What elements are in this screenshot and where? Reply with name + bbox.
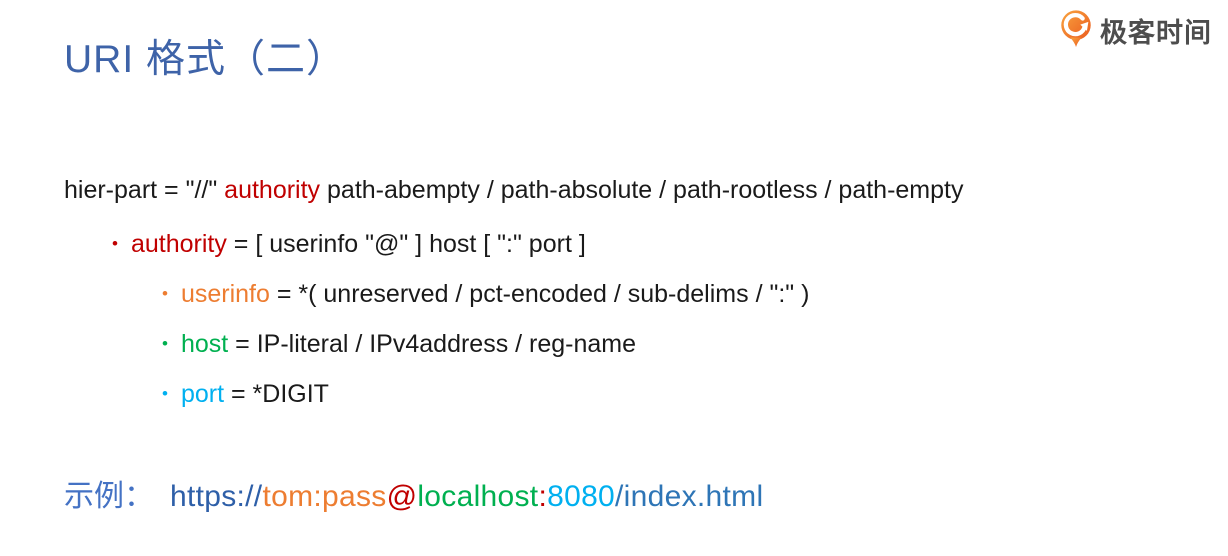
hier-part-post: path-abempty / path-absolute / path-root… — [320, 176, 964, 204]
grammar-rule-authority: • authority = [ userinfo "@" ] host [ ":"… — [112, 230, 586, 259]
geektime-logo: 极客时间 — [1057, 8, 1212, 53]
bullet-icon: • — [112, 234, 118, 253]
rule-definition: = [ userinfo "@" ] host [ ":" port ] — [226, 230, 586, 258]
url-host: localhost — [417, 480, 539, 513]
grammar-rule-port: • port = *DIGIT — [162, 380, 329, 409]
grammar-line-hier-part: hier-part = "//" authority path-abempty … — [64, 176, 963, 205]
url-port: 8080 — [547, 480, 616, 513]
example-label: 示例： — [64, 480, 154, 513]
url-port-colon: : — [538, 480, 548, 513]
url-path: /index.html — [615, 480, 764, 513]
url-userinfo: tom:pass — [262, 480, 387, 513]
bullet-icon: • — [162, 334, 168, 353]
bullet-icon: • — [162, 284, 168, 303]
url-scheme: https:// — [170, 480, 263, 513]
rule-keyword-port: port — [180, 380, 225, 408]
geektime-logo-text: 极客时间 — [1100, 18, 1212, 48]
rule-definition: = *( unreserved / pct-encoded / sub-deli… — [269, 280, 810, 308]
rule-definition: = IP-literal / IPv4address / reg-name — [228, 330, 637, 358]
example-line: 示例： https://tom:pass@localhost:8080/index… — [64, 471, 763, 515]
page-title: URI 格式（二） — [64, 38, 347, 81]
grammar-rule-host: • host = IP-literal / IPv4address / reg-n… — [162, 330, 636, 359]
bullet-icon: • — [162, 384, 168, 403]
hier-part-pre: hier-part = "//" — [64, 176, 225, 204]
rule-keyword-host: host — [180, 330, 229, 358]
rule-keyword-authority: authority — [130, 230, 227, 258]
geektime-q-icon — [1057, 8, 1095, 53]
rule-keyword-userinfo: userinfo — [180, 280, 270, 308]
rule-definition: = *DIGIT — [224, 380, 329, 408]
url-at-sign: @ — [386, 480, 418, 513]
grammar-rule-userinfo: • userinfo = *( unreserved / pct-encoded … — [162, 280, 809, 309]
hier-part-keyword-authority: authority — [224, 176, 321, 204]
